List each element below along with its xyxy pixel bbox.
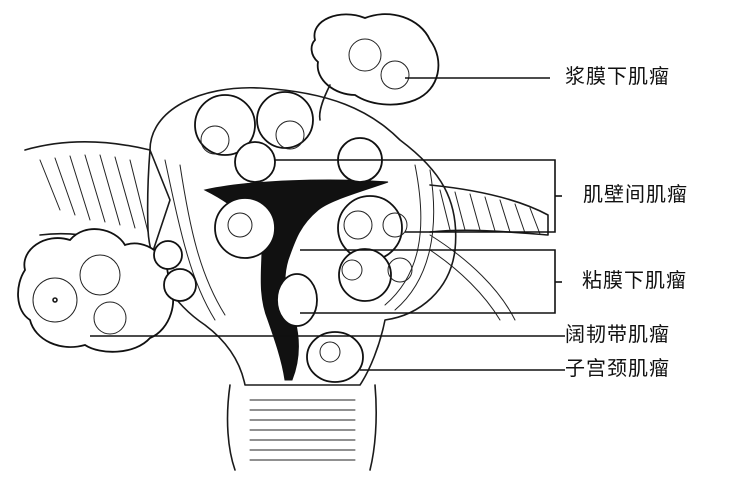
submucosal-fibroid-cavity: [277, 274, 317, 326]
label-intramural-fibroid: 肌壁间肌瘤: [583, 184, 688, 204]
broad-ligament-fibroid: [18, 229, 173, 352]
label-submucosal-fibroid: 粘膜下肌瘤: [582, 270, 687, 290]
right-wall-fibroids: [338, 196, 412, 301]
right-adnexa: [430, 185, 548, 320]
subserosal-fibroid: [312, 14, 439, 120]
label-broad-ligament-fibroid: 阔韧带肌瘤: [565, 324, 670, 344]
cervix-vagina: [228, 385, 377, 470]
submucosal-fibroid-left: [215, 198, 275, 258]
label-cervical-fibroid: 子宫颈肌瘤: [565, 358, 670, 378]
label-subserosal-fibroid: 浆膜下肌瘤: [565, 66, 670, 86]
intramural-fibroids: [195, 92, 382, 182]
cervical-fibroid: [307, 332, 363, 382]
